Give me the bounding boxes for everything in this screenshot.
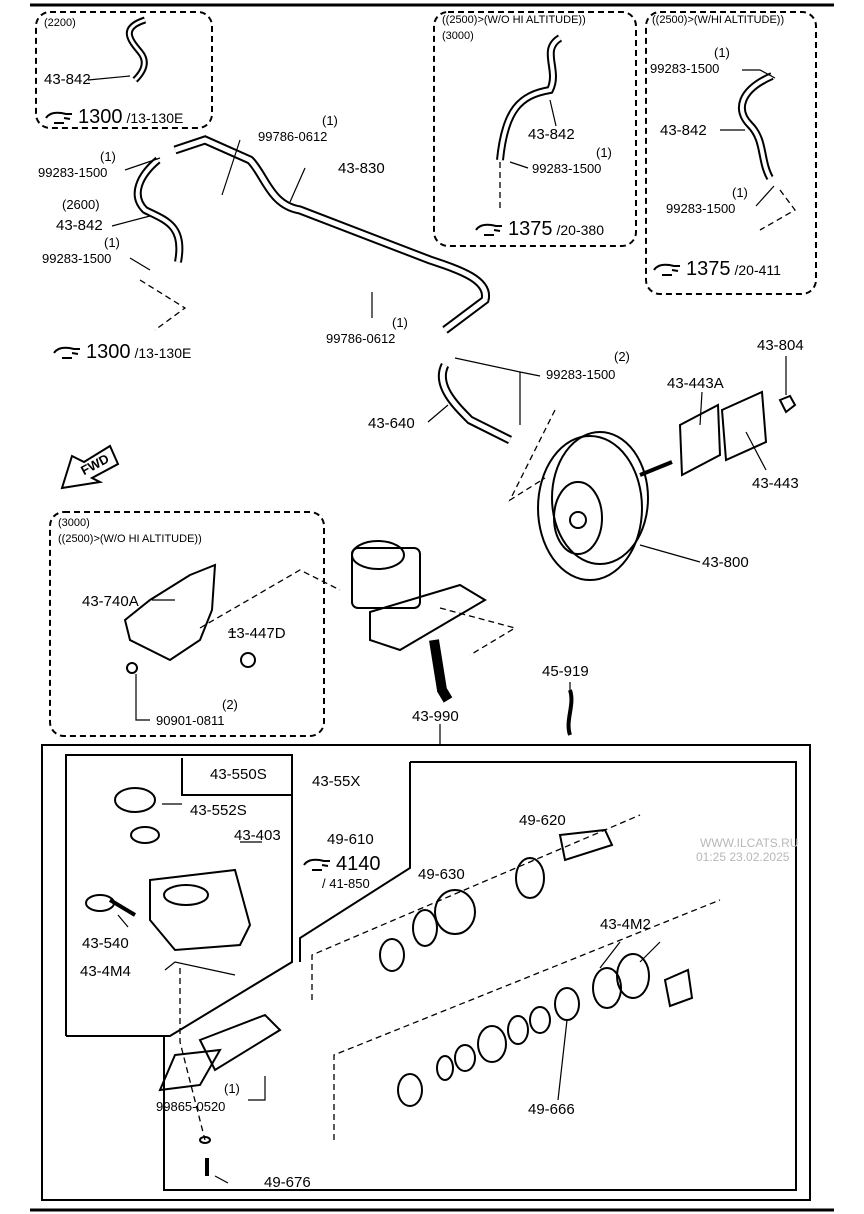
part-43-552s[interactable]: 43-552S bbox=[190, 802, 247, 819]
box-3000 bbox=[49, 511, 325, 737]
part-99786-0612-b[interactable]: 99786-0612 bbox=[326, 331, 396, 346]
ref-link-1300-b[interactable]: 1300/13-130E bbox=[52, 341, 191, 364]
part-90901-0811[interactable]: 90901-0811 bbox=[156, 713, 225, 728]
qty-1-g: (1) bbox=[392, 315, 408, 330]
qty-2-b: (2) bbox=[222, 697, 238, 712]
part-45-919[interactable]: 45-919 bbox=[542, 663, 589, 680]
part-43-842-b[interactable]: 43-842 bbox=[56, 217, 103, 234]
box-2200 bbox=[35, 11, 213, 129]
part-99786-0612-a[interactable]: 99786-0612 bbox=[258, 129, 328, 144]
part-43-830[interactable]: 43-830 bbox=[338, 160, 385, 177]
qty-1-h: (1) bbox=[224, 1081, 240, 1096]
box-2500-wo-condition-2: (3000) bbox=[442, 30, 474, 42]
qty-1-e: (1) bbox=[714, 45, 730, 60]
bracket-43-740a bbox=[123, 563, 217, 662]
part-43-403[interactable]: 43-403 bbox=[234, 827, 281, 844]
ref-link-1375-b[interactable]: 1375/20-411 bbox=[652, 258, 781, 281]
master-cylinder bbox=[351, 547, 421, 609]
ref-link-4140[interactable]: 4140 bbox=[302, 853, 381, 876]
ref-link-1375-a[interactable]: 1375/20-380 bbox=[474, 218, 604, 241]
part-43-842-c[interactable]: 43-842 bbox=[528, 126, 575, 143]
qty-1-a: (1) bbox=[322, 113, 338, 128]
part-99283-1500-e[interactable]: 99283-1500 bbox=[666, 201, 736, 216]
part-43-804[interactable]: 43-804 bbox=[757, 337, 804, 354]
part-43-55x[interactable]: 43-55X bbox=[312, 773, 361, 790]
hand-pointer-icon bbox=[475, 223, 502, 236]
part-99283-1500-c[interactable]: 99283-1500 bbox=[532, 161, 602, 176]
watermark-timestamp: 01:25 23.02.2025 bbox=[696, 850, 790, 864]
hand-pointer-icon bbox=[53, 346, 80, 359]
part-43-4m2[interactable]: 43-4M2 bbox=[600, 916, 651, 933]
part-49-620[interactable]: 49-620 bbox=[519, 812, 566, 829]
gasket-43-443 bbox=[720, 390, 768, 462]
part-43-800[interactable]: 43-800 bbox=[702, 554, 749, 571]
part-43-443[interactable]: 43-443 bbox=[752, 475, 799, 492]
box-2500-w-condition: ((2500)>(W/HI ALTITUDE)) bbox=[652, 14, 785, 26]
variant-2600: (2600) bbox=[62, 197, 100, 212]
part-49-610[interactable]: 49-610 bbox=[327, 831, 374, 848]
box-2200-condition: (2200) bbox=[44, 17, 76, 29]
qty-1-c: (1) bbox=[104, 235, 120, 250]
box-3000-condition-2: ((2500)>(W/O HI ALTITUDE)) bbox=[58, 533, 202, 545]
part-49-630[interactable]: 49-630 bbox=[418, 866, 465, 883]
box-3000-condition: (3000) bbox=[58, 517, 90, 529]
ref-link-1300-a[interactable]: 1300/13-130E bbox=[44, 106, 183, 129]
part-43-540[interactable]: 43-540 bbox=[82, 935, 129, 952]
part-43-990[interactable]: 43-990 bbox=[412, 708, 459, 725]
brake-booster bbox=[537, 435, 643, 581]
part-43-842-a[interactable]: 43-842 bbox=[44, 71, 91, 88]
part-13-447d[interactable]: 13-447D bbox=[228, 625, 286, 642]
fwd-arrow-icon bbox=[60, 444, 120, 490]
part-43-640[interactable]: 43-640 bbox=[368, 415, 415, 432]
part-99283-1500-d[interactable]: 99283-1500 bbox=[650, 61, 720, 76]
ref-4140-sub[interactable]: / 41-850 bbox=[322, 876, 370, 891]
part-99283-1500-f[interactable]: 99283-1500 bbox=[546, 367, 616, 382]
part-99283-1500-a[interactable]: 99283-1500 bbox=[38, 165, 108, 180]
gasket-43-443a bbox=[678, 403, 722, 477]
part-43-4m4[interactable]: 43-4M4 bbox=[80, 963, 131, 980]
watermark-site: WWW.ILCATS.RU bbox=[700, 836, 799, 850]
hand-pointer-icon bbox=[303, 858, 330, 871]
box-2500-w-hi bbox=[645, 11, 817, 295]
part-43-740a[interactable]: 43-740A bbox=[82, 593, 139, 610]
qty-1-d: (1) bbox=[596, 145, 612, 160]
part-49-676[interactable]: 49-676 bbox=[264, 1174, 311, 1191]
qty-1-f: (1) bbox=[732, 185, 748, 200]
part-43-550s[interactable]: 43-550S bbox=[210, 766, 267, 783]
part-43-443a[interactable]: 43-443A bbox=[667, 375, 724, 392]
part-43-842-d[interactable]: 43-842 bbox=[660, 122, 707, 139]
part-99283-1500-b[interactable]: 99283-1500 bbox=[42, 251, 112, 266]
part-49-666[interactable]: 49-666 bbox=[528, 1101, 575, 1118]
box-2500-wo-hi bbox=[433, 11, 637, 247]
qty-2-a: (2) bbox=[614, 349, 630, 364]
hand-pointer-icon bbox=[45, 111, 72, 124]
qty-1-b: (1) bbox=[100, 149, 116, 164]
box-2500-wo-condition: ((2500)>(W/O HI ALTITUDE)) bbox=[442, 14, 586, 26]
kit-frame bbox=[41, 744, 811, 1201]
part-99865-0520[interactable]: 99865-0520 bbox=[156, 1099, 226, 1114]
hand-pointer-icon bbox=[653, 263, 680, 276]
